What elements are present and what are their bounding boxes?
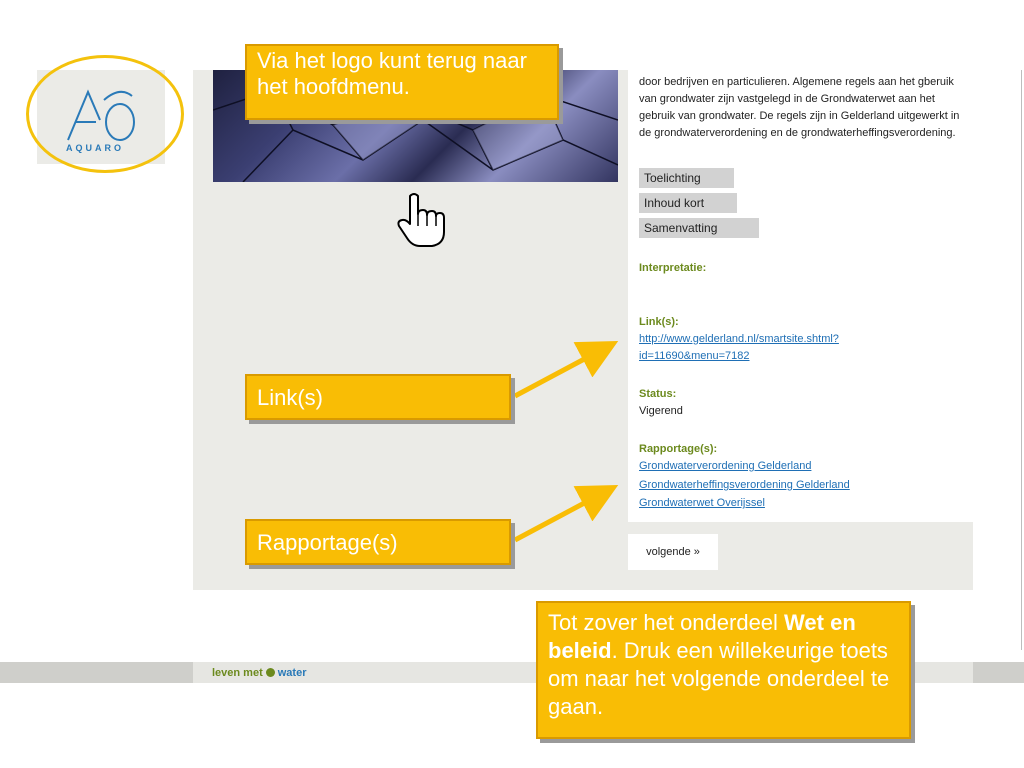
callout-links-hint: Link(s) xyxy=(245,374,511,420)
tab-samenvatting[interactable]: Samenvatting xyxy=(639,218,759,238)
rapportage-link-3[interactable]: Grondwaterwet Overijssel xyxy=(639,497,765,509)
tab-inhoud-kort[interactable]: Inhoud kort xyxy=(639,193,737,213)
gelderland-link-line2[interactable]: id=11690&menu=7182 xyxy=(639,350,750,362)
footer-slogan-part2: water xyxy=(277,667,307,679)
gelderland-link-line1[interactable]: http://www.gelderland.nl/smartsite.shtml… xyxy=(639,333,839,345)
footer-slogan-part1: leven met xyxy=(212,667,263,679)
callout-rapportage-hint: Rapportage(s) xyxy=(245,519,511,565)
interpretatie-label: Interpretatie: xyxy=(639,262,707,274)
final-message-part1: Tot zover het onderdeel xyxy=(548,610,785,635)
next-button[interactable]: volgende » xyxy=(628,534,718,570)
rapportage-link-1[interactable]: Grondwaterverordening Gelderland xyxy=(639,460,812,472)
callout-logo-hint: Via het logo kunt terug naar het hoofdme… xyxy=(245,44,559,120)
tab-toelichting[interactable]: Toelichting xyxy=(639,168,734,188)
footer-slogan: leven met water xyxy=(212,667,307,679)
scrollbar-edge xyxy=(1021,70,1022,650)
intro-text: door bedrijven en particulieren. Algemen… xyxy=(639,76,960,139)
status-value: Vigerend xyxy=(639,405,683,417)
content-panel xyxy=(628,70,973,522)
rapportage-label: Rapportage(s): xyxy=(639,443,718,455)
final-message-bold: Wet en beleid xyxy=(548,610,856,663)
status-label: Status: xyxy=(639,388,677,400)
callout-final-message: Tot zover het onderdeel Wet en beleid. D… xyxy=(536,601,911,739)
logo-highlight-ring xyxy=(26,55,184,173)
final-message-part2: . Druk een willekeurige toets om naar he… xyxy=(548,638,890,719)
slogan-dot-icon xyxy=(265,668,275,677)
rapportage-link-2[interactable]: Grondwaterheffingsverordening Gelderland xyxy=(639,479,850,491)
hand-pointer-icon xyxy=(397,193,445,247)
links-label: Link(s): xyxy=(639,316,679,328)
